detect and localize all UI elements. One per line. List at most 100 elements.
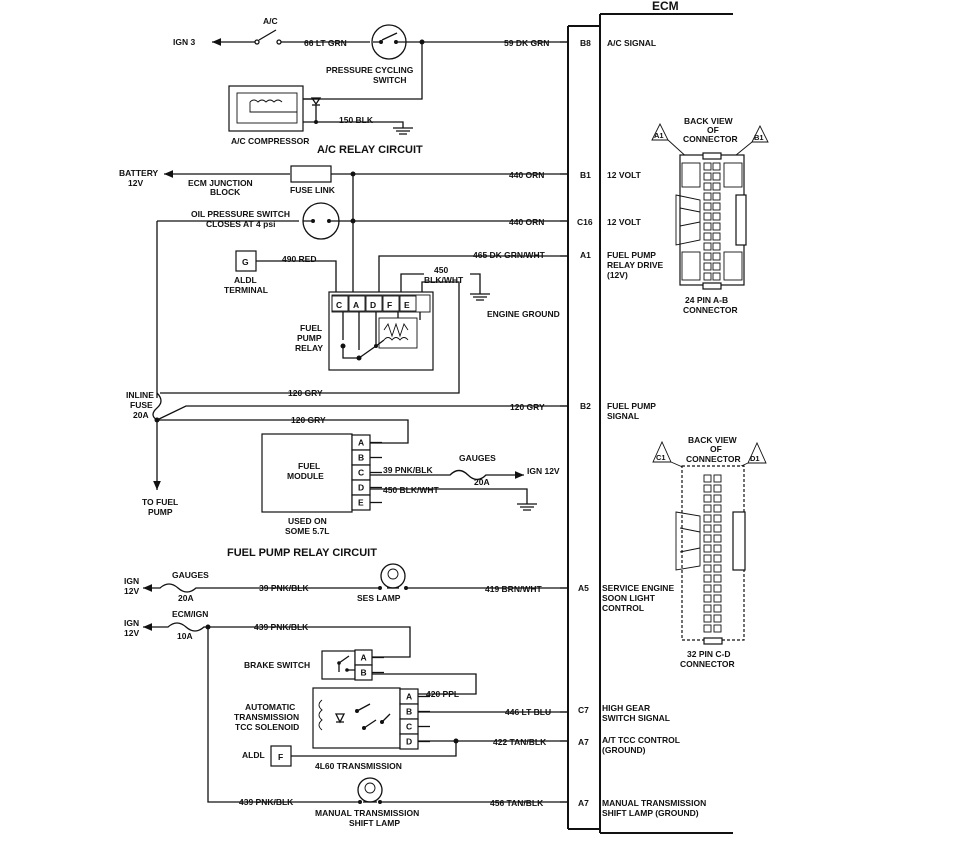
ecm-desc-b1: 12 VOLT — [607, 170, 642, 180]
ab-cavity — [703, 212, 712, 221]
wire-150-blk: 150 BLK — [339, 115, 374, 125]
ab-cavity — [712, 272, 721, 281]
ecm-stubs — [560, 41, 568, 803]
ecm-pin-b8: B8 — [580, 38, 591, 48]
relay-label-l1: FUEL — [300, 323, 322, 333]
ab-cavity — [712, 242, 721, 251]
cd-cavity — [703, 474, 712, 483]
cd-cavity — [703, 554, 712, 563]
manual-lamp-l2: SHIFT LAMP — [349, 818, 400, 828]
relay-pin-label: C — [336, 300, 342, 310]
ab-cavity — [703, 232, 712, 241]
tcc-circuit: IGN 12V ECM/IGN 10A 439 PNK/BLK BRAKE SW… — [124, 609, 568, 828]
ecm-desc-c16: 12 VOLT — [607, 217, 642, 227]
solenoid-l3: TCC SOLENOID — [235, 722, 299, 732]
cd-cavity — [703, 614, 712, 623]
ab-cavity — [703, 202, 712, 211]
ecm-pin-a1: A1 — [580, 250, 591, 260]
relay-pin-label: F — [387, 300, 392, 310]
ab-cavity — [712, 162, 721, 171]
cd-cavity — [703, 514, 712, 523]
ecm-desc-a1-l2: RELAY DRIVE — [607, 260, 664, 270]
ab-cavity — [703, 222, 712, 231]
cd-cavity — [713, 574, 722, 583]
cd-tag-c1: C1 — [656, 453, 666, 462]
relay-label-l3: RELAY — [295, 343, 323, 353]
cd-cavity — [703, 504, 712, 513]
ab-cavity — [703, 192, 712, 201]
ecm-desc-a7-tcc-l1: A/T TCC CONTROL — [602, 735, 680, 745]
tcc-ign-l2: 12V — [124, 628, 139, 638]
battery-l1: BATTERY — [119, 168, 159, 178]
cd-cavity — [703, 524, 712, 533]
ecm-desc-c7-l1: HIGH GEAR — [602, 703, 650, 713]
aldl-terminal-l1: ALDL — [234, 275, 257, 285]
pressure-switch-l2: SWITCH — [373, 75, 407, 85]
ac-section-title: A/C RELAY CIRCUIT — [317, 144, 423, 156]
ses-ign-l1: IGN — [124, 576, 139, 586]
ecm-pin-b2: B2 — [580, 401, 591, 411]
ab-cavity — [712, 172, 721, 181]
connector-32-pin-cd: BACK VIEW OF CONNECTOR C1 D1 32 PIN C-D … — [652, 435, 767, 669]
transmission-pin-label: D — [406, 737, 412, 747]
fm-fuse-20a: 20A — [474, 477, 490, 487]
used-on-l1: USED ON — [288, 516, 327, 526]
ecm-desc-b2-l1: FUEL PUMP — [607, 401, 656, 411]
ac-relay-circuit: IGN 3 A/C 66 LT GRN PRESSURE CYCLING SWI… — [173, 16, 568, 156]
ecm-pin-a5: A5 — [578, 583, 589, 593]
ab-cavity — [712, 212, 721, 221]
wire-120-gry-a: 120 GRY — [288, 388, 323, 398]
cd-cavity — [703, 564, 712, 573]
ab-cavity — [703, 252, 712, 261]
tcc-wire-439b: 439 PNK/BLK — [239, 797, 294, 807]
fm-gauges: GAUGES — [459, 453, 496, 463]
ac-switch-label: A/C — [263, 16, 278, 26]
ab-cavity — [712, 202, 721, 211]
wire-490-red: 490 RED — [282, 254, 317, 264]
ecm-desc-b2-l2: SIGNAL — [607, 411, 639, 421]
ecm-pin-b1: B1 — [580, 170, 591, 180]
cd-cavity — [713, 504, 722, 513]
cd-cavity — [713, 624, 722, 633]
ab-cavity — [703, 272, 712, 281]
inline-fuse-l1: INLINE — [126, 390, 154, 400]
ab-caption-l2: CONNECTOR — [683, 305, 738, 315]
fuel-module-l2: MODULE — [287, 471, 324, 481]
to-fuel-pump-l1: TO FUEL — [142, 497, 178, 507]
ab-cavity — [712, 222, 721, 231]
ab-cavity — [703, 162, 712, 171]
cd-cavity — [713, 534, 722, 543]
cd-cavity — [713, 614, 722, 623]
tcc-wire-439a: 439 PNK/BLK — [254, 622, 309, 632]
cd-cavity — [703, 534, 712, 543]
ecm-pin-labels: B8 A/C SIGNAL B1 12 VOLT C16 12 VOLT A1 … — [577, 38, 706, 818]
wire-465-dk-grn-wht: 465 DK GRN/WHT — [473, 250, 546, 260]
cd-cavity — [703, 624, 712, 633]
to-fuel-pump-l2: PUMP — [148, 507, 173, 517]
ab-cavity — [712, 182, 721, 191]
cd-caption-l2: CONNECTOR — [680, 659, 735, 669]
ecm-block: ECM — [567, 0, 733, 834]
ecm-junction-l1: ECM JUNCTION — [188, 178, 253, 188]
cd-cavity — [703, 584, 712, 593]
brake-switch-pin-label: B — [361, 668, 367, 678]
ses-lamp-circuit: IGN 12V GAUGES 20A 39 PNK/BLK SES LAMP 4… — [124, 563, 568, 603]
cd-cavity — [703, 494, 712, 503]
relay-pin-box — [382, 295, 400, 312]
fuel-module-pin-label: A — [358, 438, 364, 448]
wire-66-lt-grn: 66 LT GRN — [304, 38, 347, 48]
ecm-desc-a7-tcc-l2: (GROUND) — [602, 745, 646, 755]
ab-cavity — [703, 172, 712, 181]
fuse-link: FUSE LINK — [290, 185, 336, 195]
cd-cavity — [703, 604, 712, 613]
tcc-ign-l1: IGN — [124, 618, 139, 628]
relay-pin-box — [331, 295, 349, 312]
cd-cavity — [713, 524, 722, 533]
ab-cavity — [703, 242, 712, 251]
fuel-pump-relay-title: FUEL PUMP RELAY CIRCUIT — [227, 547, 377, 559]
ecm-desc-a5-l2: SOON LIGHT — [602, 593, 656, 603]
ab-cavity — [712, 252, 721, 261]
cd-caption-l1: 32 PIN C-D — [687, 649, 730, 659]
relay-pin-label: A — [353, 300, 359, 310]
fm-ign-12v: IGN 12V — [527, 466, 560, 476]
